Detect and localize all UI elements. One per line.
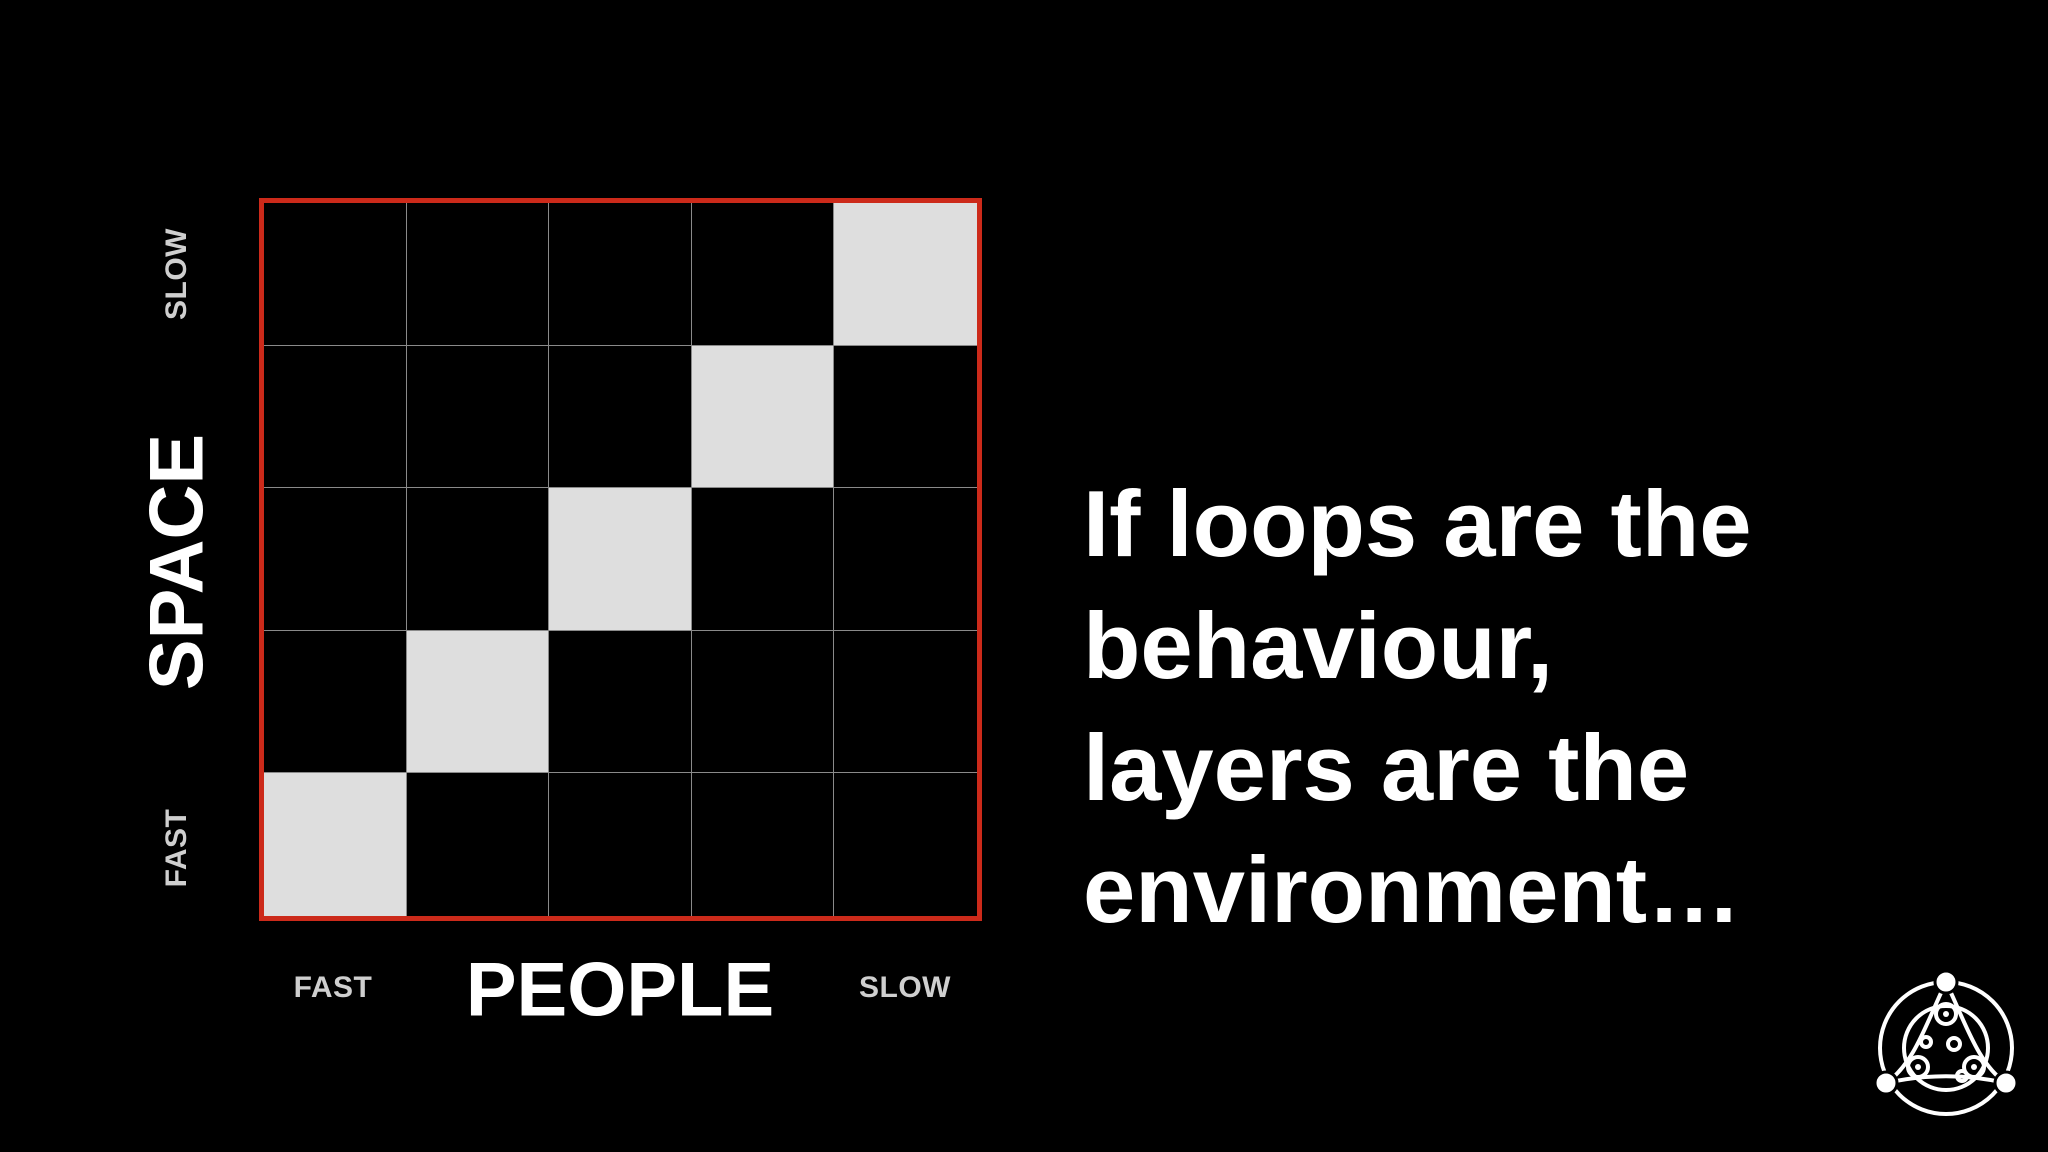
headline: If loops are the behaviour, layers are t… [1083, 463, 1983, 951]
x-axis-fast-label: FAST [293, 971, 373, 1004]
y-axis-title: SPACE [134, 433, 220, 691]
headline-line-1: If loops are the [1083, 471, 1752, 576]
grid-cell [264, 630, 407, 774]
grid-cell [264, 488, 407, 631]
grid-cell [264, 203, 407, 346]
y-axis-fast-label: FAST [160, 808, 193, 888]
grid-cell-filled [834, 203, 977, 346]
grid-cell [406, 488, 550, 631]
grid-cell [549, 773, 692, 916]
grid-cell [834, 630, 977, 774]
grid-cell [691, 630, 835, 774]
grid-cell-filled [264, 773, 407, 916]
grid-cell [691, 488, 835, 631]
x-axis-title: PEOPLE [465, 947, 775, 1033]
grid-cell [549, 203, 692, 346]
concentric-circles-logo-icon [1873, 969, 2019, 1116]
headline-line-2: behaviour, [1083, 593, 1554, 698]
grid-cell-filled [549, 488, 692, 631]
layers-grid [259, 198, 982, 921]
grid-cell [406, 203, 550, 346]
grid-cell [264, 345, 407, 489]
headline-line-3: layers are the [1083, 715, 1690, 820]
y-axis-slow-label: SLOW [160, 228, 193, 320]
grid-cell [834, 345, 977, 489]
grid-cell-filled [406, 630, 550, 774]
grid-cell [691, 203, 835, 346]
grid-cell [406, 773, 550, 916]
x-axis-slow-label: SLOW [859, 971, 951, 1004]
grid-cell [549, 345, 692, 489]
grid-cell [834, 488, 977, 631]
grid-cell [406, 345, 550, 489]
grid-cell [691, 773, 835, 916]
grid-cell [834, 773, 977, 916]
grid-cell-filled [691, 345, 835, 489]
headline-line-4: environment… [1083, 837, 1742, 942]
grid-cell [549, 630, 692, 774]
